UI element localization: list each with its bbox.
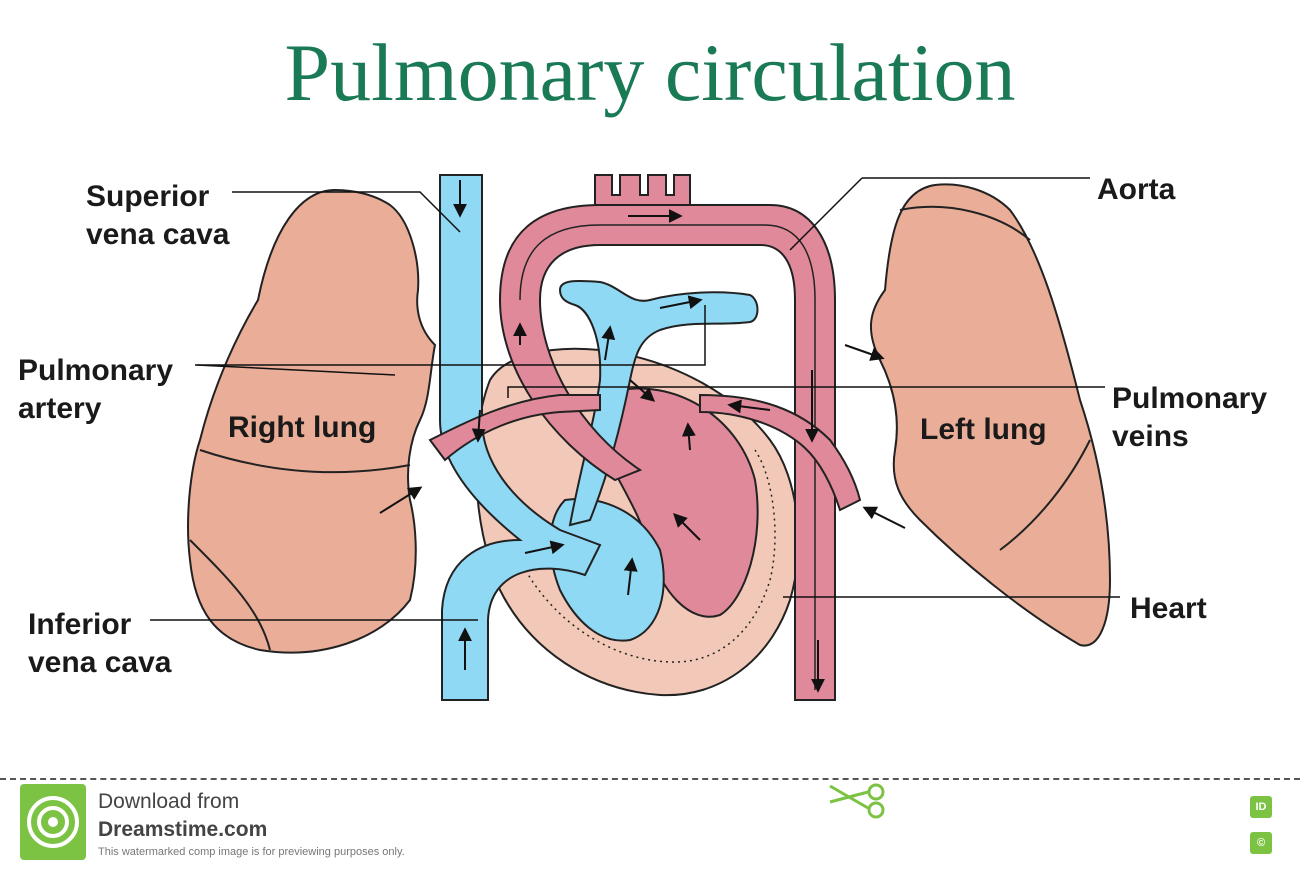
heart-shape [475,347,800,697]
footer-cut-line [0,778,1300,780]
label-aorta: Aorta [1097,173,1176,206]
copyright-badge-icon[interactable]: © [1250,832,1272,854]
label-pulmonary-artery-line1: Pulmonary [18,354,174,387]
left-lung-shape [869,183,1112,647]
dreamstime-logo-icon [20,784,86,860]
label-left-lung: Left lung [920,413,1047,446]
label-pulmonary-artery: Pulmonary artery [18,352,173,428]
diagram-title: Pulmonary circulation [284,27,1016,118]
vena-cava-shape [439,174,602,701]
right-lung-shape [187,188,437,654]
label-superior-vena-cava: Superior vena cava [86,178,229,254]
dreamstime-site-link[interactable]: Dreamstime.com [98,818,268,841]
label-pulmonary-veins-line2: veins [1112,420,1189,453]
label-pulmonary-veins-line1: Pulmonary [1112,382,1268,415]
scissors-icon [829,783,885,819]
label-inferior-vena-cava-line2: vena cava [28,646,172,679]
aorta-shape [498,174,836,701]
label-superior-vena-cava-line2: vena cava [86,218,230,251]
label-heart: Heart [1130,592,1207,625]
flow-arrows [379,180,906,693]
label-pulmonary-veins: Pulmonary veins [1112,380,1267,456]
pulmonary-circulation-diagram [150,174,1120,701]
id-badge-icon[interactable]: ID [1250,796,1272,818]
label-superior-vena-cava-line1: Superior [86,180,210,213]
label-pulmonary-artery-line2: artery [18,392,102,425]
label-right-lung: Right lung [228,411,377,444]
watermark-footer: Download from Dreamstime.com This waterm… [0,780,1300,870]
leader-lines [150,177,1120,621]
download-from-text: Download from [98,790,240,813]
label-inferior-vena-cava-line1: Inferior [28,608,132,641]
watermark-note: This watermarked comp image is for previ… [98,846,405,858]
label-inferior-vena-cava: Inferior vena cava [28,606,171,682]
